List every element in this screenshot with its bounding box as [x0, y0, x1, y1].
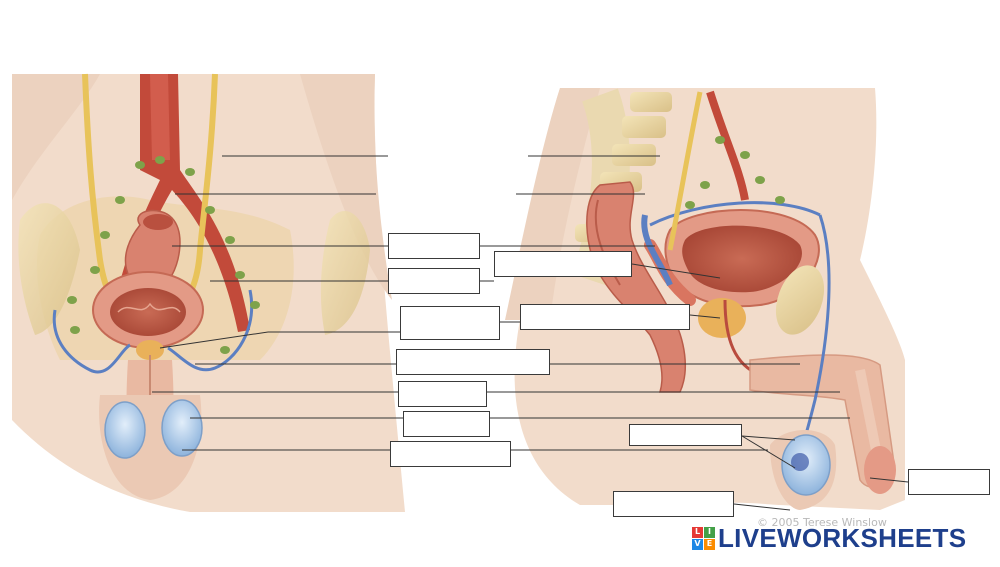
- vas-deferens-right: [167, 289, 253, 372]
- prostate: [136, 340, 164, 360]
- answer-box-8[interactable]: [403, 411, 490, 437]
- copyright-notice: © 2005 Terese Winslow: [757, 516, 887, 529]
- ureter-sagittal: [667, 91, 703, 251]
- aorta: [116, 74, 250, 332]
- logo-text: LIVEWORKSHEETS: [718, 523, 967, 553]
- leader-lines: [152, 155, 909, 511]
- testis-right: [161, 399, 203, 457]
- answer-box-3[interactable]: [494, 251, 632, 277]
- pubic-bone: [775, 265, 825, 335]
- answer-box-11[interactable]: [613, 491, 734, 517]
- sagittal-view: [505, 88, 905, 510]
- vas-deferens-left: [52, 309, 131, 374]
- testis-left: [104, 401, 146, 459]
- liveworksheets-logo[interactable]: L I V E LIVEWORKSHEETS: [692, 524, 966, 552]
- answer-box-5[interactable]: [520, 304, 690, 330]
- answer-box-7[interactable]: [398, 381, 487, 407]
- answer-box-2[interactable]: [388, 268, 480, 294]
- logo-letter: I: [704, 526, 715, 538]
- answer-box-10[interactable]: [629, 424, 742, 446]
- answer-box-1[interactable]: [388, 233, 480, 259]
- logo-letter: E: [704, 538, 715, 550]
- hip-bone-left: [18, 203, 81, 335]
- logo-letter: V: [692, 538, 703, 550]
- liveworksheets-mark-icon: L I V E: [692, 526, 715, 550]
- glans: [864, 446, 896, 494]
- lymph-nodes-frontal: [67, 156, 260, 354]
- hip-bone-right: [320, 211, 370, 335]
- answer-box-9[interactable]: [390, 441, 511, 467]
- frontal-view: [12, 73, 405, 512]
- answer-box-6[interactable]: [396, 349, 550, 375]
- logo-letter: L: [692, 526, 703, 538]
- answer-box-4[interactable]: [400, 306, 500, 340]
- prostate-sagittal: [698, 298, 746, 338]
- lymph-nodes-sagittal: [685, 136, 785, 209]
- answer-box-12[interactable]: [908, 469, 990, 495]
